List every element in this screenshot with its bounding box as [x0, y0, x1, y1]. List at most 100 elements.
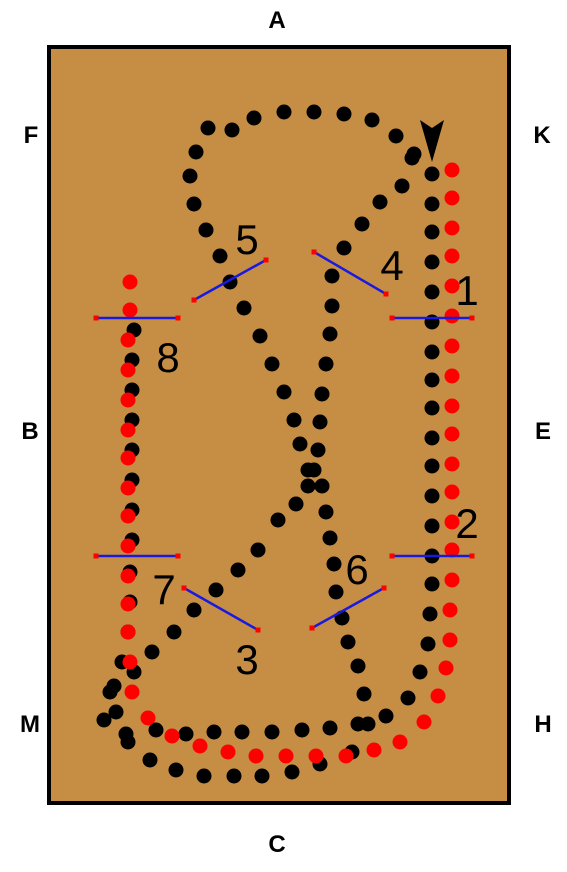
- black-track-dot-10: [424, 430, 440, 446]
- black-track-dot-99: [182, 168, 198, 184]
- black-track-dot-28: [148, 722, 164, 738]
- gate-line-5: [193, 258, 267, 302]
- black-track-dot-24: [264, 724, 280, 740]
- black-track-dot-87: [314, 478, 330, 494]
- red-track-dot-39: [120, 450, 136, 466]
- marker-f: F: [24, 122, 39, 149]
- gate-8-end-2: [175, 315, 181, 321]
- red-track-dot-8: [444, 368, 460, 384]
- red-track-dot-36: [120, 538, 136, 554]
- red-track-dot-28: [192, 738, 208, 754]
- marker-c: C: [268, 831, 285, 858]
- red-track-dot-6: [444, 308, 460, 324]
- black-track-dot-19: [400, 690, 416, 706]
- red-track-dot-10: [444, 426, 460, 442]
- marker-h: H: [534, 711, 551, 738]
- gate-2-end-2: [469, 553, 475, 559]
- red-track-dot-20: [416, 714, 432, 730]
- black-track-dot-47: [354, 216, 370, 232]
- black-track-dot-12: [424, 488, 440, 504]
- black-track-dot-50: [324, 298, 340, 314]
- black-track-dot-17: [420, 636, 436, 652]
- red-track-dot-33: [120, 624, 136, 640]
- red-track-dot-5: [444, 278, 460, 294]
- gate-3-end-1: [181, 585, 187, 591]
- gate-line-3: [183, 586, 259, 632]
- black-track-dot-20: [378, 708, 394, 724]
- black-track-dot-63: [186, 602, 202, 618]
- black-track-dot-102: [224, 122, 240, 138]
- red-track-dot-40: [120, 422, 136, 438]
- red-track-dot-1: [444, 162, 460, 178]
- gate-label-1: 1: [455, 267, 478, 314]
- red-track-dot-31: [124, 684, 140, 700]
- black-track-dot-15: [424, 576, 440, 592]
- black-track-dot-83: [328, 584, 344, 600]
- black-track-dot-109: [406, 146, 422, 162]
- black-track-dot-84: [326, 556, 342, 572]
- red-track-dot-16: [442, 602, 458, 618]
- black-track-dot-78: [360, 716, 376, 732]
- black-track-dot-8: [424, 372, 440, 388]
- red-track-dot-43: [120, 332, 136, 348]
- marker-b: B: [21, 418, 38, 445]
- black-track-dot-86: [318, 504, 334, 520]
- black-track-dot-1: [424, 166, 440, 182]
- black-track-dot-108: [388, 128, 404, 144]
- red-track-dot-24: [308, 748, 324, 764]
- gate-line-4: [313, 250, 387, 296]
- black-track-dot-65: [144, 644, 160, 660]
- red-track-dot-15: [444, 572, 460, 588]
- marker-m: M: [20, 711, 40, 738]
- gate-4-end-1: [311, 249, 317, 255]
- red-dot-track: [120, 162, 460, 764]
- black-track-dot-59: [270, 512, 286, 528]
- red-track-dot-23: [338, 748, 354, 764]
- black-track-dot-62: [208, 582, 224, 598]
- red-track-dot-11: [444, 456, 460, 472]
- red-track-dot-14: [444, 542, 460, 558]
- black-track-dot-4: [424, 254, 440, 270]
- gate-7-end-1: [93, 553, 99, 559]
- red-track-dot-26: [248, 748, 264, 764]
- gates: [93, 249, 475, 633]
- black-track-dot-27: [178, 726, 194, 742]
- red-track-dot-13: [444, 514, 460, 530]
- black-track-dot-68: [108, 704, 124, 720]
- black-track-dot-97: [198, 222, 214, 238]
- red-track-dot-7: [444, 338, 460, 354]
- gate-6-end-2: [381, 585, 387, 591]
- black-track-dot-101: [200, 120, 216, 136]
- black-track-dot-23: [294, 722, 310, 738]
- black-track-dot-79: [356, 686, 372, 702]
- black-track-dot-71: [168, 762, 184, 778]
- red-track-dot-45: [122, 274, 138, 290]
- black-track-dot-96: [212, 248, 228, 264]
- black-track-dot-91: [276, 384, 292, 400]
- gate-1-end-2: [469, 315, 475, 321]
- black-track-dot-88: [300, 462, 316, 478]
- black-track-dot-104: [276, 104, 292, 120]
- black-track-dot-57: [300, 478, 316, 494]
- black-track-dot-48: [336, 240, 352, 256]
- gate-5-end-2: [263, 257, 269, 263]
- red-track-dot-29: [164, 728, 180, 744]
- marker-k: K: [533, 122, 551, 149]
- red-track-dot-34: [120, 596, 136, 612]
- gate-5-end-1: [191, 297, 197, 303]
- black-track-dot-103: [246, 110, 262, 126]
- black-track-dot-26: [206, 724, 222, 740]
- gate-label-5: 5: [235, 216, 258, 263]
- black-track-dot-74: [254, 768, 270, 784]
- red-track-dot-21: [392, 734, 408, 750]
- gate-label-7: 7: [152, 566, 175, 613]
- gate-3-end-2: [255, 627, 261, 633]
- red-track-dot-32: [122, 654, 138, 670]
- black-track-dot-30: [96, 712, 112, 728]
- red-track-dot-17: [442, 632, 458, 648]
- black-track-dot-13: [424, 518, 440, 534]
- black-track-dot-61: [230, 562, 246, 578]
- black-track-dot-107: [364, 112, 380, 128]
- gate-line-6: [311, 586, 385, 630]
- black-track-dot-80: [350, 658, 366, 674]
